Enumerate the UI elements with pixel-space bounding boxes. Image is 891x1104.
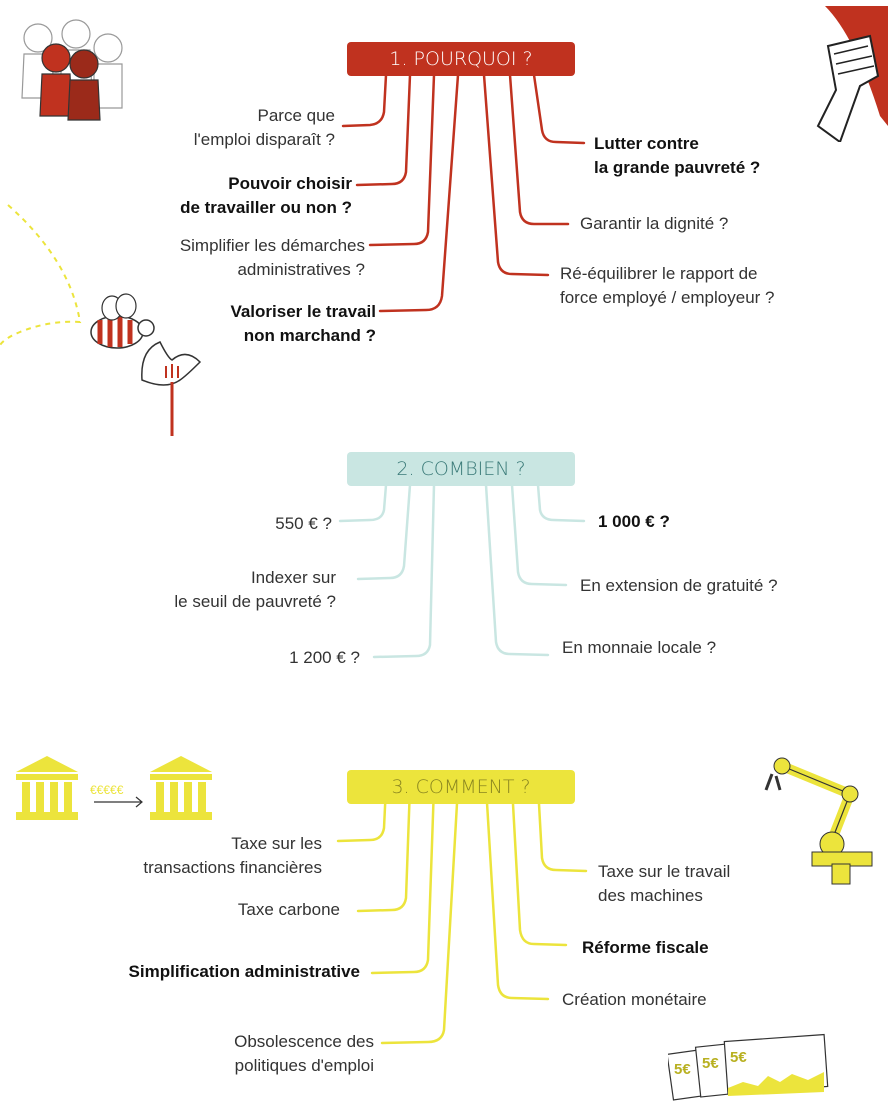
bill-label-1: 5€ <box>674 1061 691 1078</box>
comment-item-obsolescence: Obsolescence des politiques d'emploi <box>234 1032 374 1075</box>
comment-connectors <box>336 784 588 1045</box>
comment-item-carbone: Taxe carbone <box>237 900 340 919</box>
combien-connectors <box>338 483 586 659</box>
pourquoi-item-pauvrete: Lutter contre la grande pauvreté ? <box>594 134 761 177</box>
combien-item-550: 550 € ? <box>275 514 332 533</box>
money-flow-label: €€€€€ <box>90 783 124 797</box>
bill-label-3: 5€ <box>730 1049 747 1066</box>
pourquoi-title: 1. POURQUOI ? <box>347 42 575 76</box>
comment-item-monetaire: Création monétaire <box>562 990 707 1009</box>
people-group-illustration <box>21 19 123 121</box>
bill-label-2: 5€ <box>702 1055 719 1072</box>
banks-transfer-illustration: €€€€€ <box>16 756 212 820</box>
combien-item-1200: 1 200 € ? <box>289 648 360 667</box>
pourquoi-item-dignite: Garantir la dignité ? <box>580 214 729 233</box>
comment-item-reforme: Réforme fiscale <box>582 938 709 957</box>
pourquoi-connectors <box>341 73 586 313</box>
bee-flight-path <box>0 204 82 346</box>
bee-flower-illustration <box>90 293 202 436</box>
comment-item-transactions: Taxe sur les transactions financières <box>143 834 322 877</box>
pourquoi-item-valoriser: Valoriser le travail non marchand ? <box>230 302 376 345</box>
pourquoi-item-simplifier: Simplifier les démarches administratives… <box>179 236 365 279</box>
combien-item-monnaie: En monnaie locale ? <box>562 638 717 657</box>
combien-item-1000: 1 000 € ? <box>598 512 670 531</box>
comment-title: 3. COMMENT ? <box>347 770 575 804</box>
comment-item-simplification: Simplification administrative <box>128 962 360 981</box>
pourquoi-item-emploi: Parce que l'emploi disparaît ? <box>193 106 335 149</box>
combien-item-indexer: Indexer sur le seuil de pauvreté ? <box>174 568 336 611</box>
combien-item-gratuite: En extension de gratuité ? <box>580 576 778 595</box>
robot-arm-illustration <box>764 757 873 885</box>
combien-title: 2. COMBIEN ? <box>347 452 575 486</box>
comment-item-machines: Taxe sur le travail des machines <box>598 862 731 905</box>
money-bills-illustration: 5€ 5€ 5€ <box>668 1033 829 1101</box>
pourquoi-item-rapport: Ré-équilibrer le rapport de force employ… <box>560 264 775 307</box>
raised-fist-illustration <box>816 6 888 142</box>
pourquoi-item-choisir: Pouvoir choisir de travailler ou non ? <box>180 174 352 217</box>
